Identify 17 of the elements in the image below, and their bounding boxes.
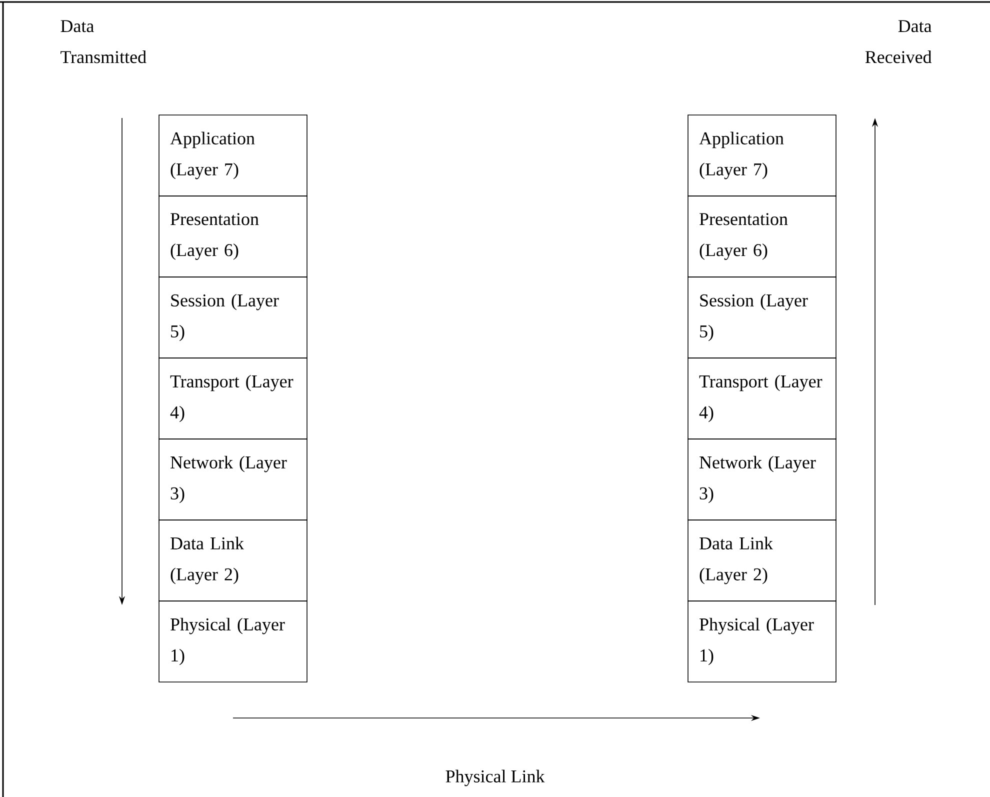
layer-box: Session (Layer 5) xyxy=(688,276,836,358)
layer-box: Transport (Layer 4) xyxy=(688,358,836,440)
caption-text: Data Received xyxy=(865,20,932,64)
layer-box: Physical (Layer 1) xyxy=(688,600,836,682)
layer-box: Application (Layer 7) xyxy=(158,114,308,196)
layer-box: Presentation (Layer 6) xyxy=(688,196,836,278)
layer-box: Network (Layer 3) xyxy=(158,438,308,520)
layer-box: Network (Layer 3) xyxy=(688,438,836,520)
caption-text: Data Transmitted xyxy=(60,20,146,64)
layer-box: Application (Layer 7) xyxy=(688,114,836,196)
layer-box: Data Link (Layer 2) xyxy=(688,520,836,602)
layer-box: Transport (Layer 4) xyxy=(158,358,308,440)
caption-text: Physical Link xyxy=(446,770,545,786)
layer-box: Session (Layer 5) xyxy=(158,276,308,358)
layer-box: Data Link (Layer 2) xyxy=(158,520,308,602)
layer-box: Presentation (Layer 6) xyxy=(158,196,308,278)
layer-box: Physical (Layer 1) xyxy=(158,600,308,682)
